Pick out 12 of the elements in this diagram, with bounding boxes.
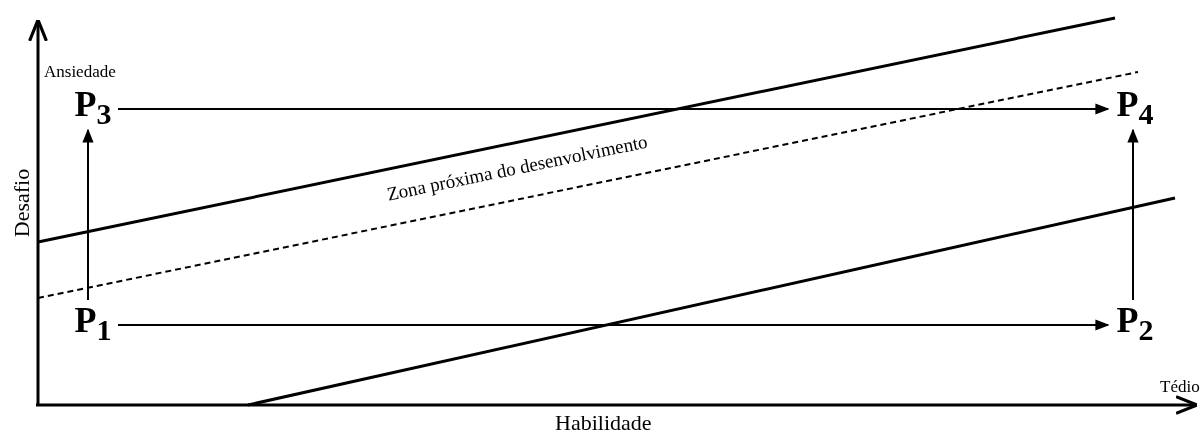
axis-end-label: Tédio [1160, 377, 1200, 397]
arrow [82, 128, 94, 301]
axis-title: Desafio [9, 168, 36, 238]
arrow [1127, 128, 1139, 301]
point-label: P$_{3}$ [68, 84, 118, 128]
point-label: P$_{4}$ [1110, 84, 1160, 128]
point-label: P$_{1}$ [68, 300, 118, 344]
point-label: P$_{2}$ [1110, 300, 1160, 344]
arrow [117, 103, 1110, 115]
axis-title: Habilidade [555, 410, 652, 436]
axis-end-label: Ansiedade [44, 62, 116, 82]
arrow [117, 319, 1110, 331]
